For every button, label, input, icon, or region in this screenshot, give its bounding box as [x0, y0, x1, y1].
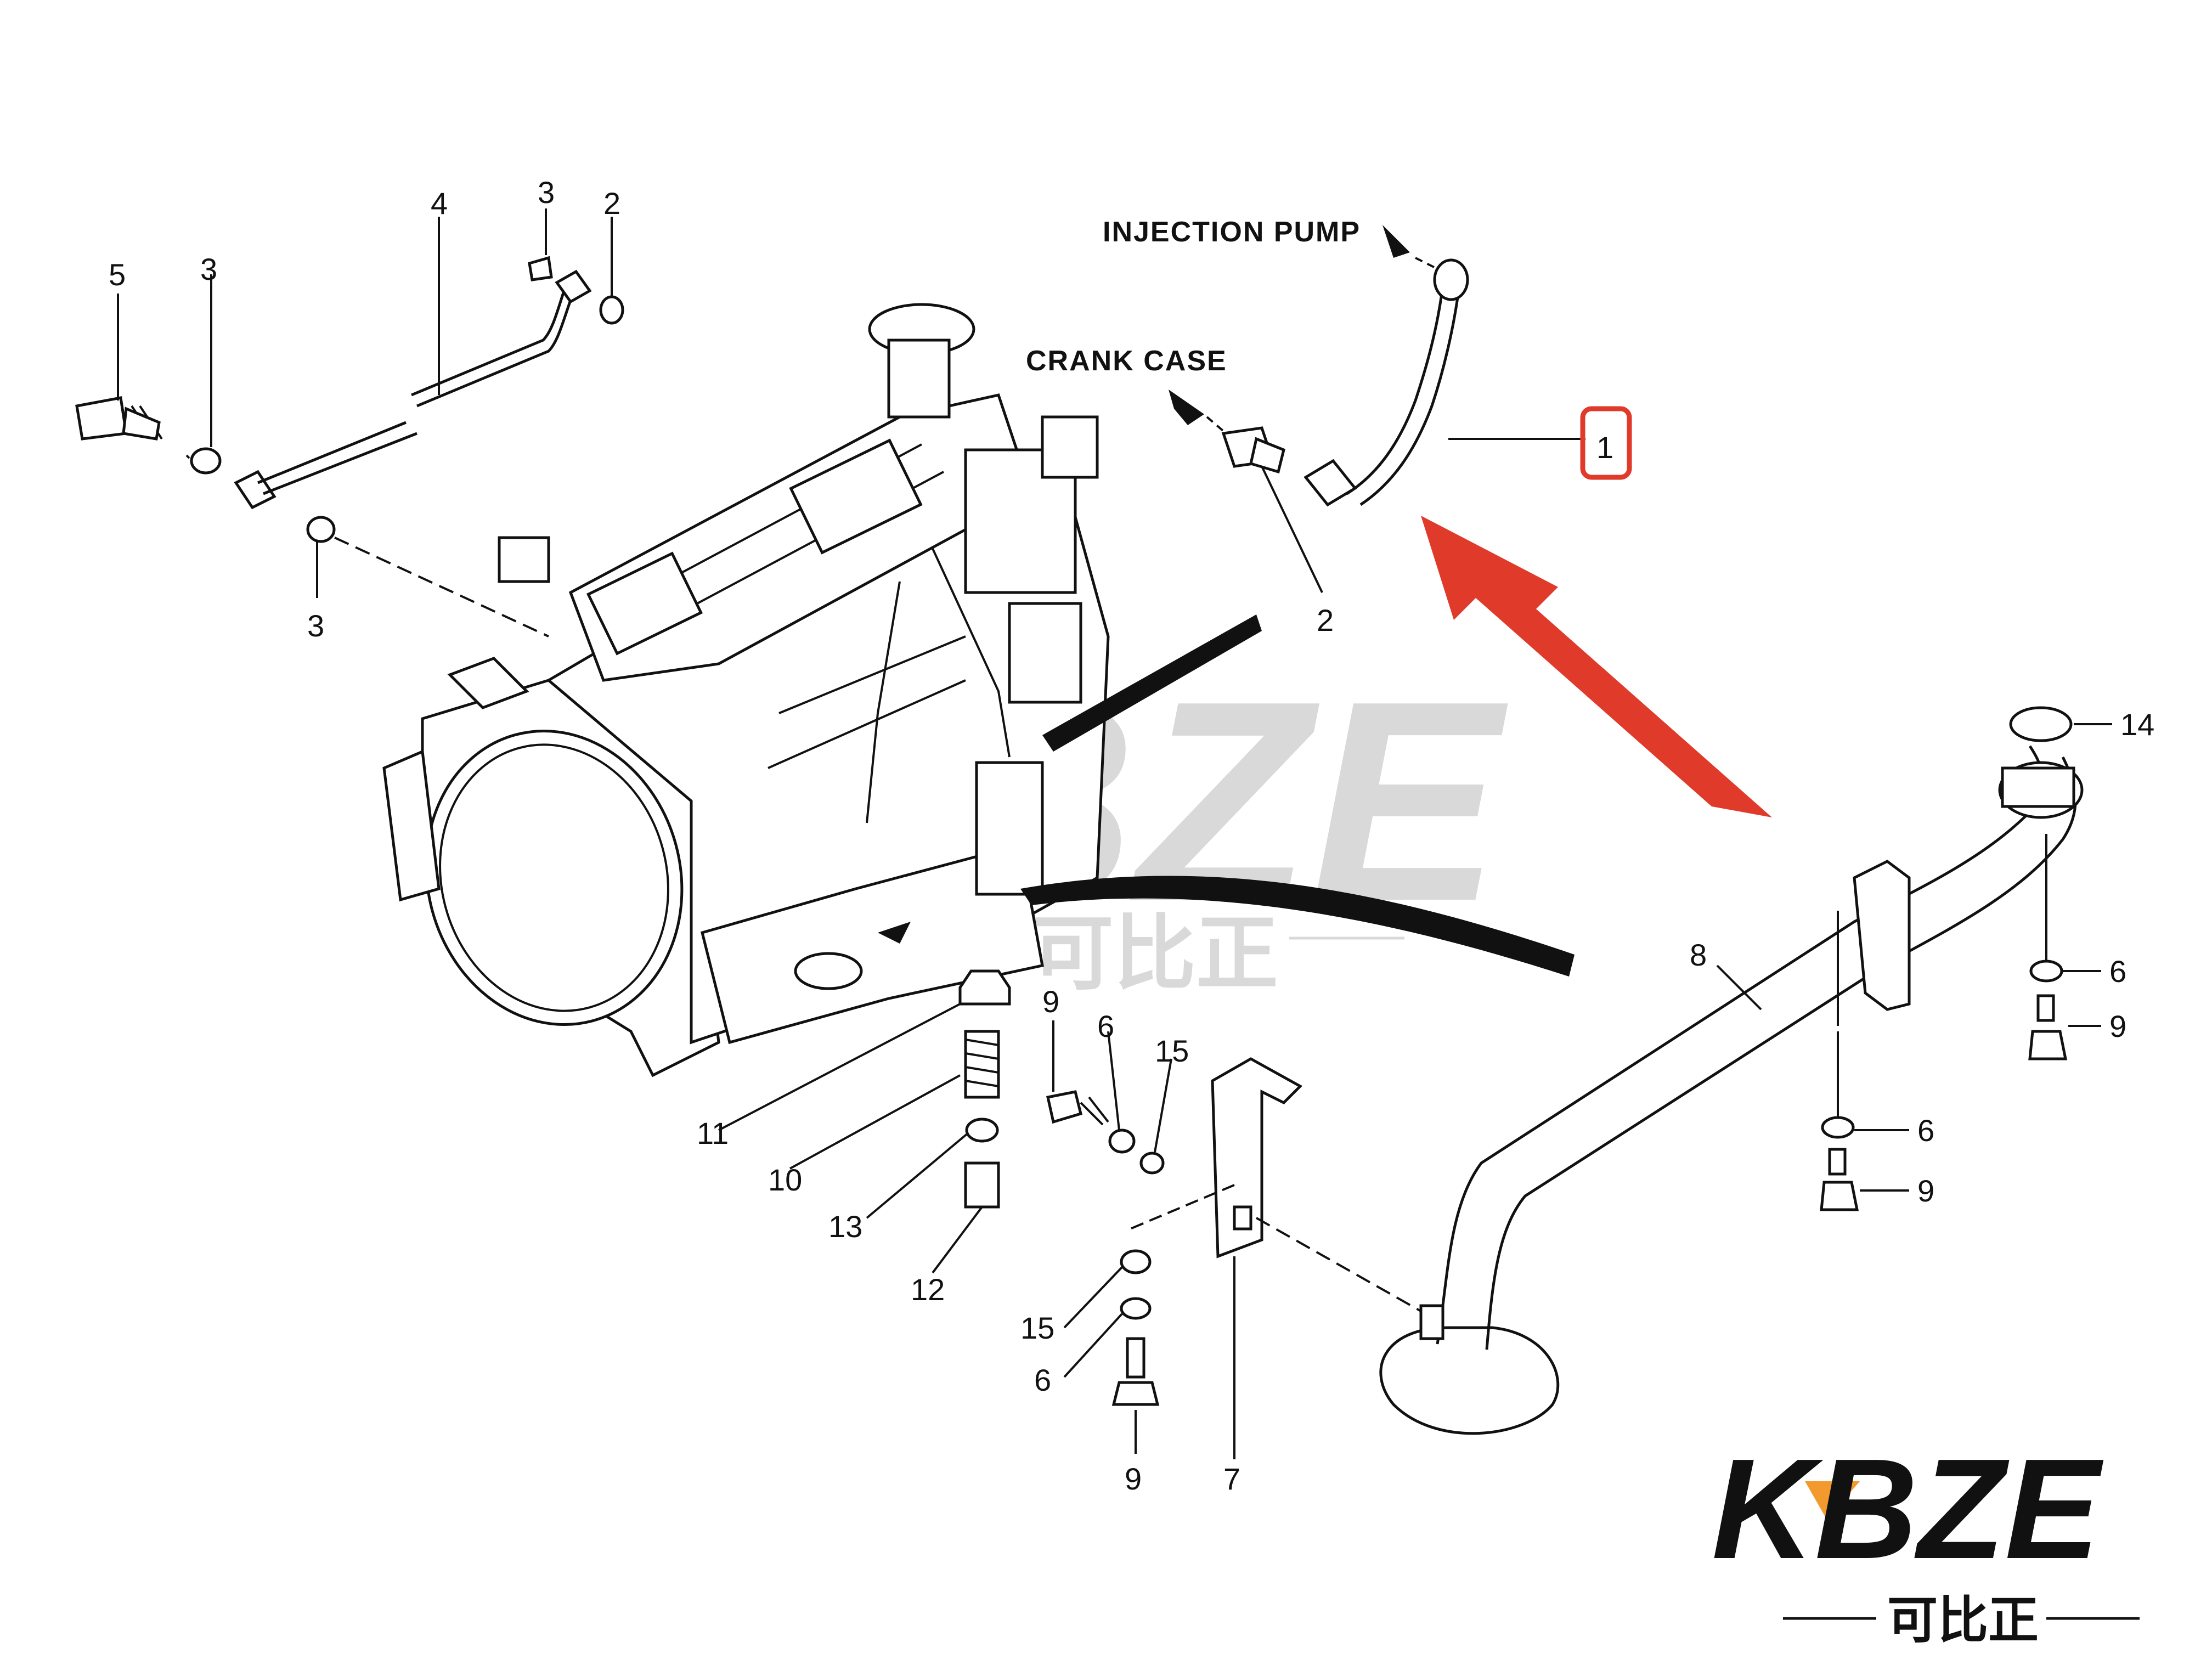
callouts: 1 2 2 3 3 3 4 5 6 6 6 6 7 8 9 9 9 9 10 1…: [109, 175, 2154, 1496]
logo-subtext: 可比正: [1887, 1591, 2039, 1650]
callout-7: 7: [1223, 1462, 1240, 1496]
note-crank-case: CRANK CASE: [1026, 345, 1227, 377]
highlight-box-part-1: [1580, 406, 1632, 480]
callout-3-b: 3: [538, 175, 555, 210]
callout-3-a: 3: [200, 252, 217, 286]
callout-15-b: 15: [1020, 1311, 1054, 1345]
callout-9-c: 9: [1042, 984, 1059, 1019]
callout-4: 4: [431, 186, 448, 221]
callout-15-a: 15: [1155, 1034, 1189, 1068]
callout-6-c: 6: [1097, 1009, 1114, 1043]
engine-block: [382, 303, 1110, 1077]
pipe-assembly-left: [75, 208, 624, 637]
callout-8: 8: [1690, 938, 1707, 972]
callout-6-d: 6: [1034, 1363, 1051, 1397]
brand-logo: KBZE 可比正: [1712, 1430, 2140, 1650]
logo-accent: [1805, 1481, 1860, 1520]
callout-9-d: 9: [1125, 1462, 1142, 1496]
callout-9-a: 9: [2109, 1009, 2126, 1043]
red-arrow: [1421, 516, 1772, 817]
logo-text: KBZE: [1712, 1430, 2105, 1589]
callout-9-b: 9: [1917, 1173, 1934, 1208]
callout-6-a: 6: [2109, 954, 2126, 989]
note-injection-pump: INJECTION PUMP: [1103, 216, 1361, 248]
callout-2-b: 2: [603, 186, 620, 221]
highlight-arrow: [1421, 516, 1772, 817]
bracket-and-relief-valve: [718, 969, 1421, 1459]
callout-6-b: 6: [1917, 1113, 1934, 1148]
suction-pipe-part-8: [1379, 706, 2112, 1435]
callout-11: 11: [697, 1116, 729, 1150]
direction-arrows: [878, 614, 1575, 977]
callout-12: 12: [911, 1272, 945, 1307]
callout-2-a: 2: [1317, 603, 1334, 637]
callout-13: 13: [828, 1209, 862, 1244]
callout-14: 14: [2120, 707, 2154, 742]
watermark-subtext: 可比正: [1031, 906, 1278, 1002]
callout-5: 5: [109, 257, 126, 292]
oil-pipe-part-1: [1169, 225, 1585, 593]
callout-1: 1: [1596, 430, 1613, 465]
callout-10: 10: [768, 1163, 802, 1197]
callout-3-c: 3: [307, 608, 324, 643]
